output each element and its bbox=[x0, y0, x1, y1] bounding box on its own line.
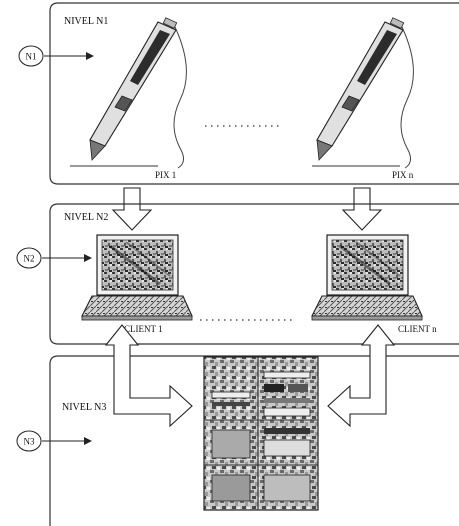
n3-marker: N3 bbox=[17, 431, 92, 451]
down-arrow-right bbox=[343, 188, 381, 230]
pix-n-label: PIX n bbox=[392, 170, 414, 180]
n2-label: N2 bbox=[24, 254, 35, 264]
level-2-label: NIVEL N2 bbox=[64, 212, 108, 223]
pix-1-label: PIX 1 bbox=[155, 170, 176, 180]
n2-marker: N2 bbox=[17, 248, 92, 268]
client-1-label: CLIENT 1 bbox=[124, 324, 163, 334]
server-cabinet bbox=[204, 357, 318, 510]
pen-device-1 bbox=[70, 18, 186, 168]
n1-label: N1 bbox=[26, 52, 37, 62]
n3-label: N3 bbox=[24, 437, 35, 447]
client-n-label: CLIENT n bbox=[398, 324, 437, 334]
pen-device-n bbox=[312, 18, 413, 168]
level-3-label: NIVEL N3 bbox=[62, 402, 106, 413]
laptop-client-n bbox=[312, 235, 422, 320]
level-1-panel: NIVEL N1 PIX 1 PIX n bbox=[50, 3, 459, 184]
n1-marker: N1 bbox=[19, 46, 94, 66]
level-2-panel: NIVEL N2 CLIENT 1 CLIENT n bbox=[50, 204, 459, 344]
level-1-label: NIVEL N1 bbox=[64, 16, 108, 27]
connector-client1-server bbox=[106, 325, 192, 426]
level-3-panel: NIVEL N3 bbox=[50, 356, 459, 526]
laptop-client-1 bbox=[82, 235, 192, 320]
connector-clientn-server bbox=[328, 325, 394, 426]
down-arrow-left bbox=[113, 188, 151, 230]
